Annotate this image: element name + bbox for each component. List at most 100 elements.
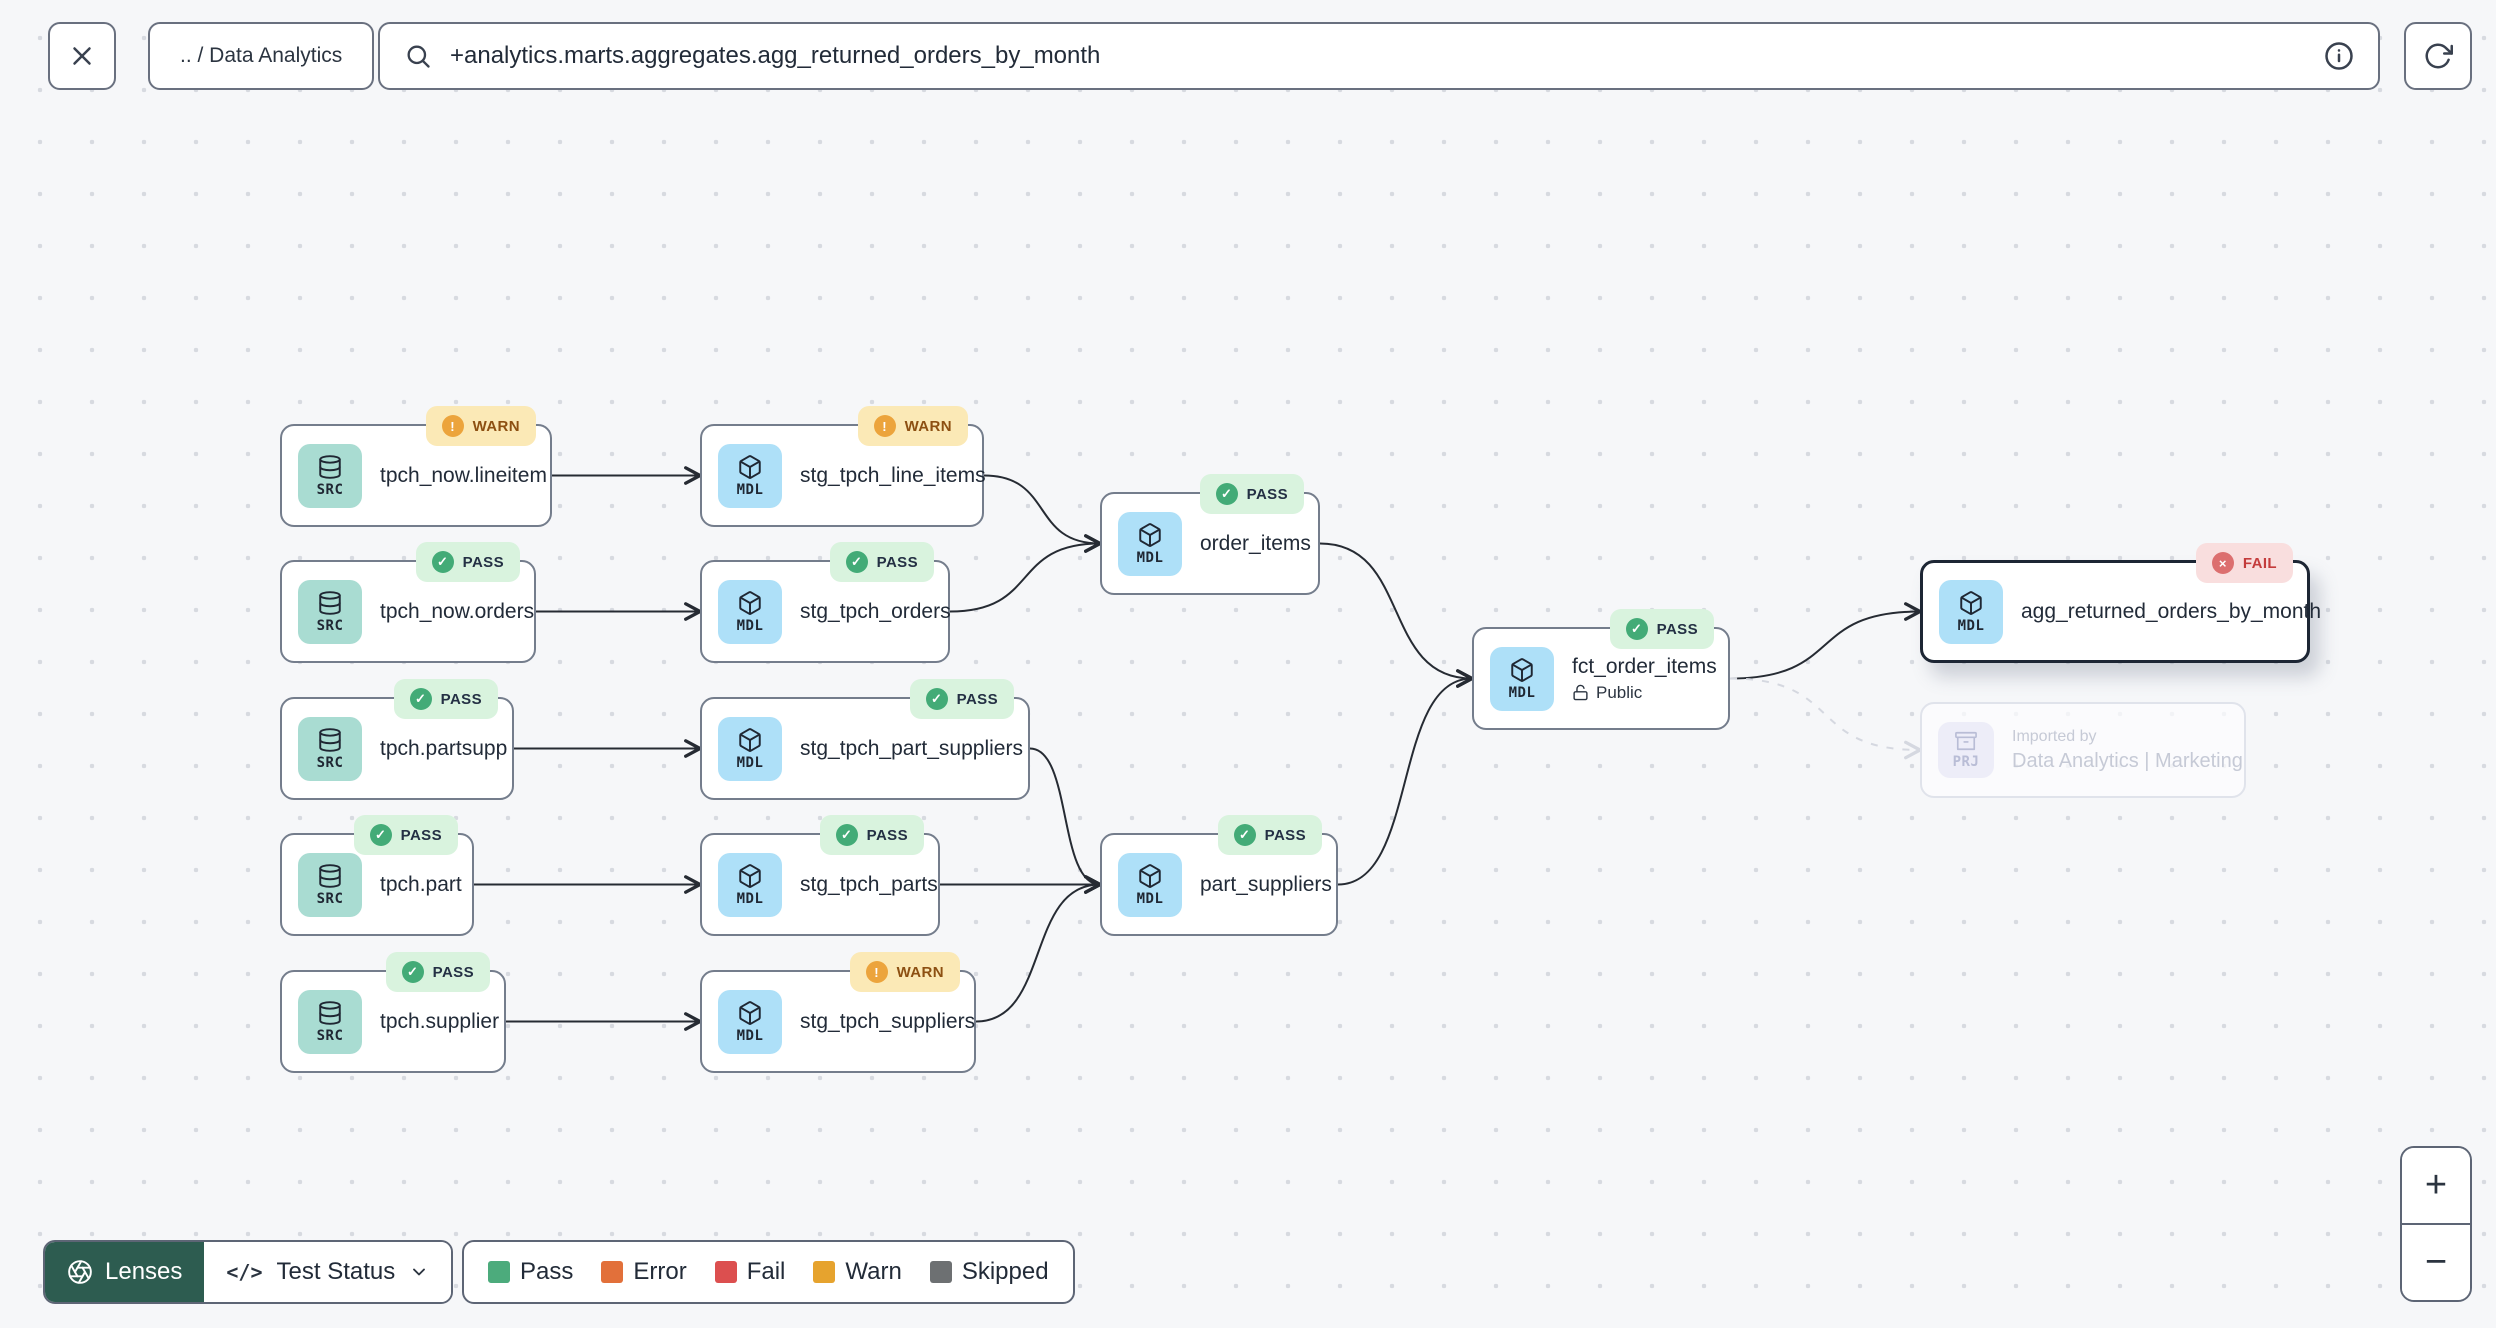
node-label: part_suppliers xyxy=(1200,872,1332,896)
search-input[interactable] xyxy=(450,42,2306,70)
cube-icon: MDL xyxy=(718,716,782,781)
database-icon: SRC xyxy=(298,989,362,1054)
zoom-controls: + − xyxy=(2400,1146,2472,1302)
node-sublabel: Data Analytics | Marketing xyxy=(2012,749,2243,772)
check-icon: ✓ xyxy=(1215,483,1238,505)
node-label: order_items xyxy=(1200,531,1311,555)
legend-swatch xyxy=(601,1261,624,1283)
graph-node-tpch_now_lineitem[interactable]: !WARN SRC tpch_now.lineitem xyxy=(280,406,552,527)
lens-selector-label: Test Status xyxy=(276,1258,396,1285)
status-badge: ✓PASS xyxy=(909,679,1014,719)
cube-icon: MDL xyxy=(718,989,782,1054)
status-badge: ×FAIL xyxy=(2195,543,2293,583)
legend-swatch xyxy=(714,1261,737,1283)
graph-node-tpch_partsupp[interactable]: ✓PASS SRC tpch.partsupp xyxy=(280,679,514,800)
lens-pill: Lenses </> Test Status xyxy=(43,1240,454,1304)
status-badge: ✓PASS xyxy=(1217,815,1322,855)
legend-label: Skipped xyxy=(961,1258,1049,1285)
check-icon: ✓ xyxy=(925,688,948,710)
exclamation-icon: ! xyxy=(865,961,888,983)
graph-node-order_items[interactable]: ✓PASS MDL order_items xyxy=(1100,474,1320,595)
search-icon xyxy=(404,42,432,70)
graph-node-tpch_supplier[interactable]: ✓PASS SRC tpch.supplier xyxy=(280,952,506,1073)
zoom-out-button[interactable]: − xyxy=(2402,1223,2470,1300)
node-label: tpch.supplier xyxy=(380,1009,500,1033)
zoom-in-button[interactable]: + xyxy=(2402,1148,2470,1223)
cube-icon: MDL xyxy=(1118,852,1182,917)
database-icon: SRC xyxy=(298,716,362,781)
check-icon: ✓ xyxy=(845,551,868,573)
status-badge: ✓PASS xyxy=(829,542,934,582)
graph-node-stg_tpch_suppliers[interactable]: !WARN MDL stg_tpch_suppliers xyxy=(700,952,976,1073)
check-icon: ✓ xyxy=(1233,824,1256,846)
graph-node-tpch_now_orders[interactable]: ✓PASS SRC tpch_now.orders xyxy=(280,542,536,663)
status-badge: !WARN xyxy=(425,406,536,446)
check-icon: ✓ xyxy=(835,824,858,846)
check-icon: ✓ xyxy=(431,551,454,573)
breadcrumb[interactable]: .. / Data Analytics xyxy=(148,22,375,90)
node-label: stg_tpch_parts xyxy=(800,872,938,896)
legend-item-warn: Warn xyxy=(813,1258,902,1286)
exclamation-icon: ! xyxy=(441,415,464,437)
status-badge: ✓PASS xyxy=(415,542,520,582)
node-label: fct_order_items xyxy=(1572,654,1717,678)
close-button[interactable] xyxy=(48,22,116,90)
cross-icon: × xyxy=(2211,552,2234,574)
legend-label: Warn xyxy=(845,1258,902,1285)
status-badge: ✓PASS xyxy=(1199,474,1304,514)
node-label: tpch_now.lineitem xyxy=(380,463,547,487)
legend-item-skipped: Skipped xyxy=(929,1258,1049,1286)
status-badge: ✓PASS xyxy=(393,679,498,719)
cube-icon: MDL xyxy=(1118,511,1182,576)
code-icon: </> xyxy=(226,1260,263,1284)
status-badge: !WARN xyxy=(857,406,968,446)
node-label: tpch.part xyxy=(380,872,462,896)
cube-icon: MDL xyxy=(718,443,782,508)
node-label: tpch_now.orders xyxy=(380,599,535,623)
check-icon: ✓ xyxy=(401,961,424,983)
graph-node-agg_returned_orders_by_month[interactable]: ×FAIL MDL agg_returned_orders_by_month xyxy=(1920,543,2322,663)
node-label: tpch.partsupp xyxy=(380,736,508,760)
node-access: Public xyxy=(1572,683,1710,703)
node-label: stg_tpch_suppliers xyxy=(800,1009,976,1033)
status-badge: ✓PASS xyxy=(819,815,924,855)
legend-item-pass: Pass xyxy=(488,1258,573,1286)
legend-swatch xyxy=(929,1261,952,1283)
legend-swatch xyxy=(813,1261,836,1283)
status-badge: !WARN xyxy=(849,952,960,992)
node-label: agg_returned_orders_by_month xyxy=(2021,599,2322,623)
info-icon[interactable] xyxy=(2324,41,2354,71)
cube-icon: MDL xyxy=(718,852,782,917)
graph-node-part_suppliers[interactable]: ✓PASS MDL part_suppliers xyxy=(1100,815,1338,936)
search-bar xyxy=(378,22,2380,90)
project-icon: PRJ xyxy=(1938,722,1994,778)
legend-item-fail: Fail xyxy=(714,1258,785,1286)
cube-icon: MDL xyxy=(1939,579,2003,644)
lenses-button[interactable]: Lenses xyxy=(45,1242,205,1302)
check-icon: ✓ xyxy=(1625,618,1648,640)
node-label: Imported by xyxy=(2012,727,2097,745)
database-icon: SRC xyxy=(298,852,362,917)
legend-item-error: Error xyxy=(601,1258,687,1286)
database-icon: SRC xyxy=(298,579,362,644)
status-badge: ✓PASS xyxy=(385,952,490,992)
graph-node-imported_by_project: PRJ Imported by Data Analytics | Marketing xyxy=(1920,702,2246,798)
legend-label: Error xyxy=(633,1258,687,1285)
lens-selector[interactable]: </> Test Status xyxy=(204,1242,452,1302)
database-icon: SRC xyxy=(298,443,362,508)
status-badge: ✓PASS xyxy=(353,815,458,855)
refresh-icon xyxy=(2423,41,2453,71)
cube-icon: MDL xyxy=(718,579,782,644)
legend-label: Pass xyxy=(520,1258,574,1285)
status-badge: ✓PASS xyxy=(1609,609,1714,649)
graph-node-stg_tpch_parts[interactable]: ✓PASS MDL stg_tpch_parts xyxy=(700,815,940,936)
refresh-button[interactable] xyxy=(2404,22,2472,90)
close-icon xyxy=(67,41,97,71)
lenses-label: Lenses xyxy=(105,1258,183,1285)
